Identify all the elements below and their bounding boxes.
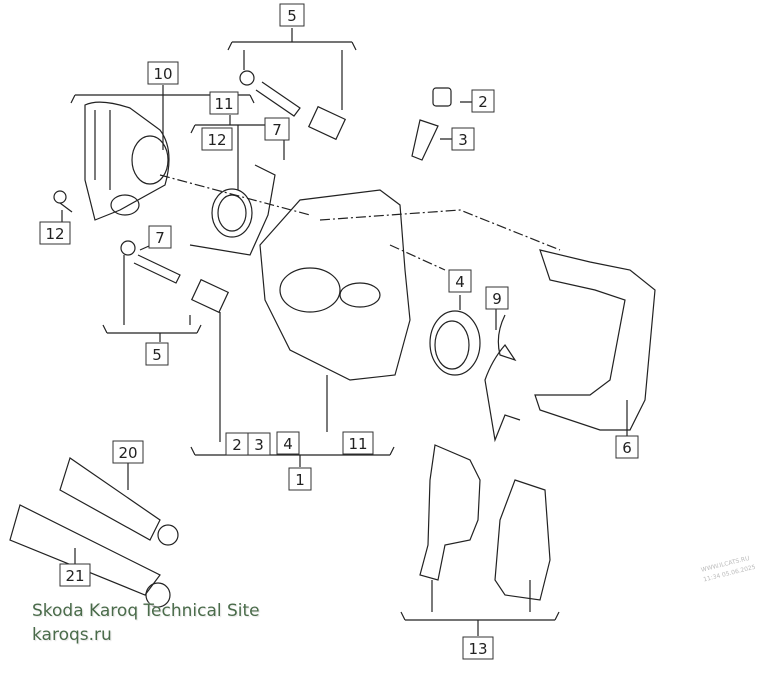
- callout-12-top: 12: [201, 127, 233, 151]
- svg-text:3: 3: [254, 436, 264, 454]
- svg-text:2: 2: [478, 93, 488, 111]
- callouts: 5 10 11 7 12 2 3 12 7 4 9 5 2 3 4 11 1 6…: [39, 3, 639, 660]
- svg-text:20: 20: [118, 444, 137, 462]
- watermark-url: karoqs.ru: [32, 625, 112, 645]
- svg-text:4: 4: [283, 435, 293, 453]
- svg-text:5: 5: [152, 346, 162, 364]
- callout-7-left: 7: [148, 225, 172, 249]
- brake-pads: [419, 444, 551, 601]
- callout-5-top: 5: [279, 3, 305, 27]
- spring-clip: [484, 314, 521, 443]
- svg-text:13: 13: [468, 640, 487, 658]
- grease-tubes: [9, 457, 179, 608]
- bolts-and-guides: [53, 70, 452, 314]
- svg-text:1: 1: [295, 471, 305, 489]
- svg-text:9: 9: [492, 290, 502, 308]
- svg-text:10: 10: [153, 65, 172, 83]
- motor-unit: [84, 101, 170, 221]
- svg-text:11: 11: [214, 95, 233, 113]
- callout-1: 1: [288, 467, 312, 491]
- callout-20: 20: [112, 440, 144, 464]
- svg-text:2: 2: [232, 436, 242, 454]
- callout-21: 21: [59, 563, 91, 587]
- callout-2-bottom: 2: [225, 432, 249, 456]
- svg-text:21: 21: [65, 567, 84, 585]
- svg-text:7: 7: [155, 229, 165, 247]
- callout-13: 13: [462, 636, 494, 660]
- svg-text:11: 11: [348, 435, 367, 453]
- callout-10: 10: [147, 61, 179, 85]
- callout-4-right: 4: [448, 269, 472, 293]
- callout-2-top: 2: [471, 89, 495, 113]
- svg-text:12: 12: [207, 131, 226, 149]
- carrier-bracket: [534, 249, 656, 431]
- svg-text:5: 5: [287, 7, 297, 25]
- callout-11-top: 11: [209, 91, 239, 115]
- callout-11-bottom: 11: [342, 431, 374, 455]
- svg-text:12: 12: [45, 225, 64, 243]
- seal-ring: [211, 188, 481, 376]
- callout-3-bottom: 3: [247, 432, 271, 456]
- svg-text:4: 4: [455, 273, 465, 291]
- watermark-title: Skoda Karoq Technical Site: [32, 601, 260, 621]
- svg-text:6: 6: [622, 439, 632, 457]
- callout-5-left: 5: [145, 342, 169, 366]
- callout-7-top: 7: [264, 117, 290, 141]
- callout-12-left: 12: [39, 221, 71, 245]
- callout-9: 9: [485, 286, 509, 310]
- caliper: [189, 164, 411, 381]
- callout-3-top: 3: [451, 127, 475, 151]
- svg-text:3: 3: [458, 131, 468, 149]
- callout-6: 6: [615, 435, 639, 459]
- callout-4-bottom: 4: [276, 431, 300, 455]
- svg-text:7: 7: [272, 121, 282, 139]
- leader-lines: [61, 28, 628, 636]
